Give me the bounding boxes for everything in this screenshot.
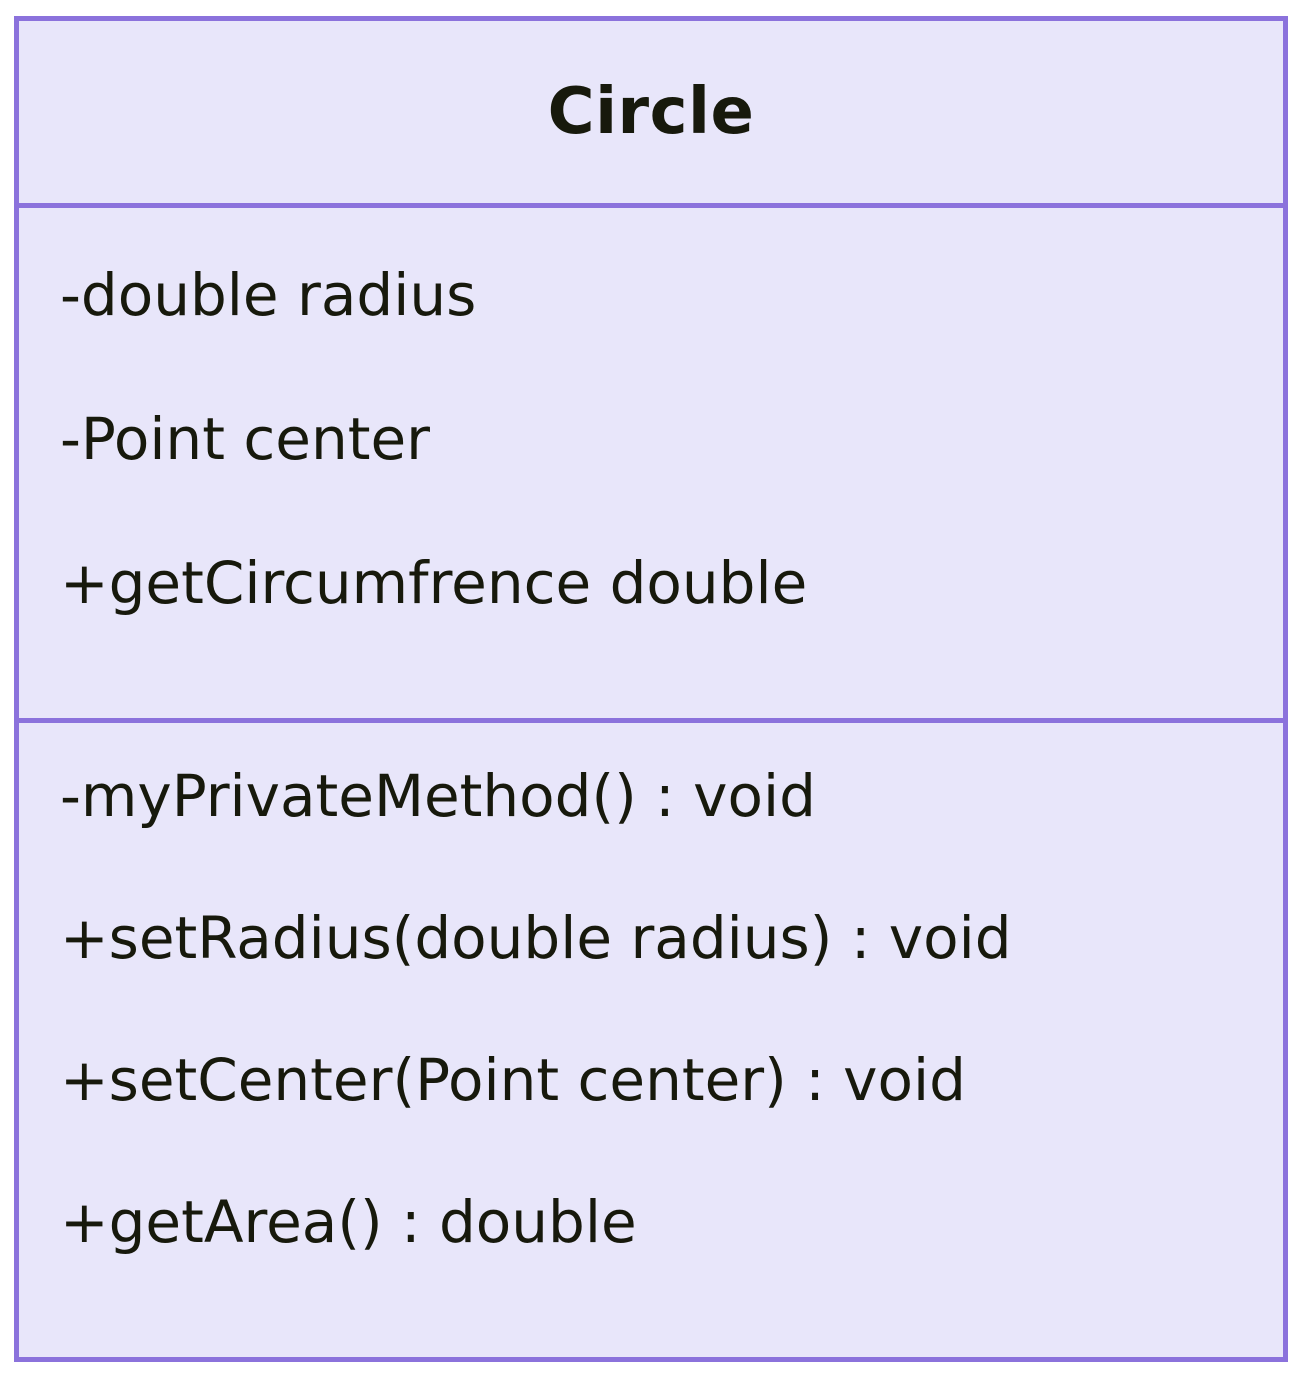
uml-attributes-compartment: -double radius -Point center +getCircumf…	[19, 208, 1283, 723]
uml-method-item: +setCenter(Point center) : void	[60, 1046, 966, 1114]
uml-method-item: +getArea() : double	[60, 1188, 637, 1256]
uml-attribute-item: -Point center	[60, 405, 430, 473]
uml-class-box-circle[interactable]: Circle -double radius -Point center +get…	[14, 16, 1288, 1362]
uml-attribute-item: +getCircumfrence double	[60, 549, 808, 617]
uml-methods-compartment: -myPrivateMethod() : void +setRadius(dou…	[19, 723, 1283, 1357]
uml-method-item: +setRadius(double radius) : void	[60, 904, 1012, 972]
uml-attribute-item: -double radius	[60, 261, 477, 329]
uml-class-name-compartment: Circle	[19, 21, 1283, 208]
uml-method-item: -myPrivateMethod() : void	[60, 762, 816, 830]
uml-class-name: Circle	[547, 75, 755, 149]
